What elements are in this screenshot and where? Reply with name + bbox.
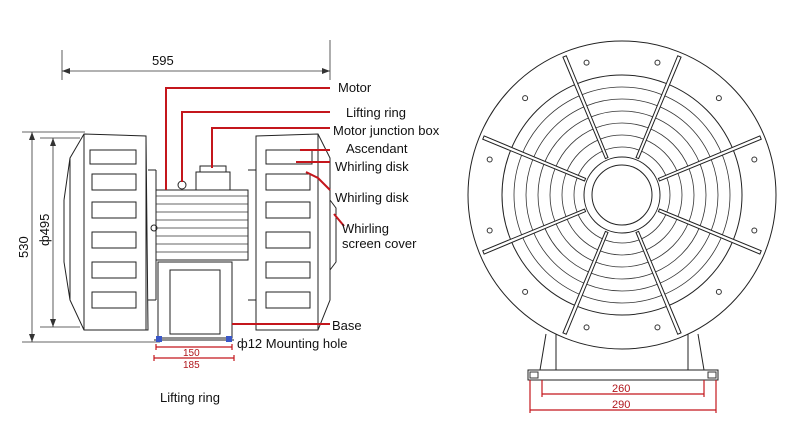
- dim-overall-height: 530: [16, 131, 160, 343]
- bolt: [486, 156, 493, 163]
- bolt: [654, 59, 661, 66]
- dim-front-outer-text: 290: [612, 399, 630, 411]
- part-labels: Motor Lifting ring Motor junction box As…: [160, 80, 440, 405]
- left-housing: [63, 133, 157, 331]
- bolt: [751, 156, 758, 163]
- bolt: [715, 288, 722, 295]
- spoke: [562, 230, 609, 335]
- bolt: [583, 324, 590, 331]
- label-junction-box: Motor junction box: [333, 123, 440, 138]
- spoke: [562, 55, 609, 160]
- spoke: [635, 55, 682, 160]
- dim-diameter: ф495: [37, 137, 80, 328]
- front-stand: [527, 333, 719, 381]
- spokes: [482, 55, 762, 335]
- front-dimensions: 260 290: [529, 380, 717, 413]
- label-screen-cover-1: Whirling: [342, 221, 389, 236]
- dim-overall-length: 595: [61, 40, 331, 80]
- spoke: [657, 208, 762, 255]
- bolt: [486, 227, 493, 234]
- dim-diameter-text: ф495: [37, 214, 52, 246]
- label-ascendant: Ascendant: [346, 141, 408, 156]
- dim-overall-length-text: 595: [152, 53, 174, 68]
- label-lifting-ring: Lifting ring: [346, 105, 406, 120]
- spoke: [482, 208, 587, 255]
- bolts: [486, 59, 758, 331]
- bolt: [715, 95, 722, 102]
- bolt: [583, 59, 590, 66]
- base: [154, 261, 234, 342]
- dim-base-inner-text: 150: [183, 348, 200, 359]
- bolt: [751, 227, 758, 234]
- label-whirling-disk-1: Whirling disk: [335, 159, 409, 174]
- label-screen-cover-2: screen cover: [342, 236, 417, 251]
- leader-lines: 150 185: [153, 87, 345, 371]
- bolt: [654, 324, 661, 331]
- spoke: [635, 230, 682, 335]
- spoke: [482, 135, 587, 182]
- dim-overall-height-text: 530: [16, 236, 31, 258]
- label-motor: Motor: [338, 80, 372, 95]
- caption: Lifting ring: [160, 390, 220, 405]
- spoke: [657, 135, 762, 182]
- label-base: Base: [332, 318, 362, 333]
- label-mounting-hole: ф12 Mounting hole: [237, 336, 347, 351]
- label-whirling-disk-2: Whirling disk: [335, 190, 409, 205]
- dim-front-inner-text: 260: [612, 383, 630, 395]
- right-housing: [248, 133, 337, 331]
- side-view: 595 530 ф495: [16, 40, 440, 405]
- bolt: [522, 95, 529, 102]
- bolt: [522, 288, 529, 295]
- dim-base-outer-text: 185: [183, 360, 200, 371]
- front-view: 260 290: [467, 40, 777, 413]
